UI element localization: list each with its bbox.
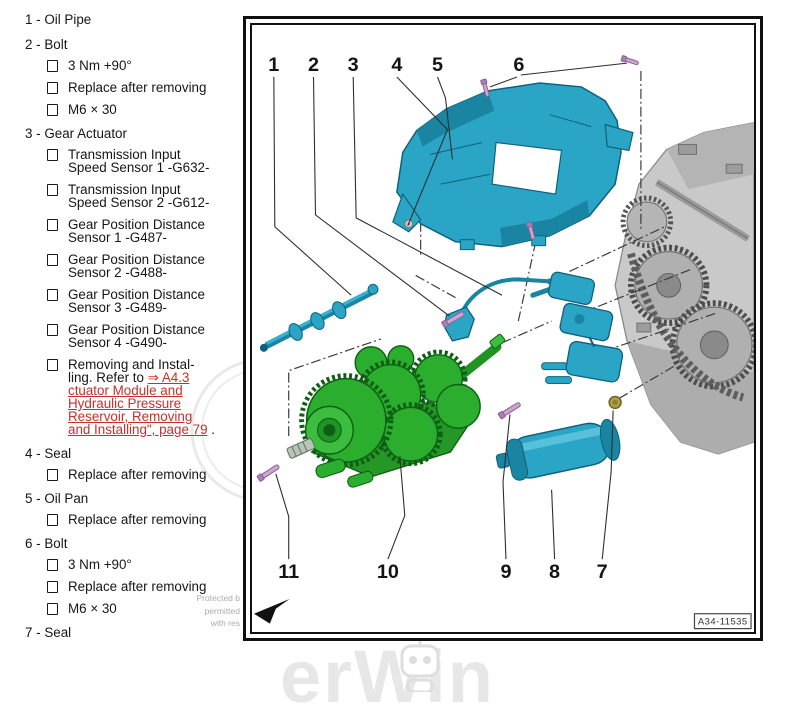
protected-by-text: Protected b permitted with res xyxy=(118,592,240,630)
checkbox-bullet-icon xyxy=(47,581,58,593)
protected-by-line: permitted xyxy=(204,605,240,616)
accumulator-cylinder-shape xyxy=(495,418,621,481)
part-item-label: 2 - Bolt xyxy=(25,37,68,52)
part-sub-text: 3 Nm +90° xyxy=(68,557,132,572)
parts-list-item-1: 1 - Oil Pipe xyxy=(25,13,237,27)
spline-shaft-shape xyxy=(286,438,316,459)
part-sub-item: Gear Position Distance Sensor 4 -G490- xyxy=(47,323,237,349)
part-sub-text: Replace after removing xyxy=(68,512,207,527)
callout-number-8: 8 xyxy=(549,561,560,583)
callout-number-6: 6 xyxy=(513,54,524,76)
checkbox-bullet-icon xyxy=(47,60,58,72)
checkbox-bullet-icon xyxy=(47,603,58,615)
exploded-view-diagram: 1 2 3 4 5 6 11 10 9 8 7 A34-11535 xyxy=(253,54,754,630)
part-sub-item: Gear Position Distance Sensor 1 -G487- xyxy=(47,218,237,244)
parts-list-item-7: 7 - Seal xyxy=(25,626,237,640)
part-sub-item: Replace after removing xyxy=(47,580,237,593)
part-sub-text: Gear Position Distance Sensor 4 -G490- xyxy=(68,322,205,350)
seal-7-shape xyxy=(608,395,622,410)
part-item-label: 7 - Seal xyxy=(25,625,72,640)
part-item-label: 3 - Gear Actuator xyxy=(25,126,127,141)
oil-pipe-tube-shape xyxy=(443,277,553,342)
diagram-frame: 1 2 3 4 5 6 11 10 9 8 7 A34-11535 xyxy=(243,16,763,641)
checkbox-bullet-icon xyxy=(47,559,58,571)
part-sub-item: M6 × 30 xyxy=(47,103,237,116)
callout-number-10: 10 xyxy=(377,561,399,583)
checkbox-bullet-icon xyxy=(47,184,58,196)
figure-label-box: A34-11535 xyxy=(693,613,752,630)
part-item-label: 5 - Oil Pan xyxy=(25,491,89,506)
callout-number-5: 5 xyxy=(432,54,443,76)
checkbox-bullet-icon xyxy=(47,359,58,371)
callout-number-9: 9 xyxy=(500,561,511,583)
part-sub-item: Gear Position Distance Sensor 2 -G488- xyxy=(47,253,237,279)
checkbox-bullet-icon xyxy=(47,149,58,161)
part-sub-item: Replace after removing xyxy=(47,513,237,526)
part-sub-text: Transmission Input Speed Sensor 2 -G612- xyxy=(68,182,210,210)
part-sub-item: Removing and Instal-ling. Refer to ⇒ A4.… xyxy=(47,358,237,436)
part-sub-text: M6 × 30 xyxy=(68,601,117,616)
part-sub-text: M6 × 30 xyxy=(68,102,117,117)
part-sub-item: Gear Position Distance Sensor 3 -G489- xyxy=(47,288,237,314)
figure-label: A34-11535 xyxy=(698,616,748,627)
diagram-frame-inner: 1 2 3 4 5 6 11 10 9 8 7 A34-11535 xyxy=(250,23,756,634)
checkbox-bullet-icon xyxy=(47,254,58,266)
link-prefix-text: Removing and Instal-ling. Refer to xyxy=(68,357,195,385)
callout-number-11: 11 xyxy=(278,561,299,583)
part-sub-text: Replace after removing xyxy=(68,80,207,95)
callout-numbers-bottom: 11 10 9 8 7 xyxy=(278,561,608,583)
bolt-icons xyxy=(256,55,639,482)
part-sub-text: Replace after removing xyxy=(68,467,207,482)
callout-number-7: 7 xyxy=(597,561,608,583)
direction-arrow-icon xyxy=(253,598,290,624)
erwin-robot-icon xyxy=(398,638,444,697)
part-sub-item: 3 Nm +90° xyxy=(47,59,237,72)
callout-number-3: 3 xyxy=(348,54,359,76)
protected-by-line: Protected b xyxy=(196,593,240,603)
callout-number-2: 2 xyxy=(308,54,319,76)
part-sub-text: Replace after removing xyxy=(68,579,207,594)
part-sub-item: Replace after removing xyxy=(47,81,237,94)
checkbox-bullet-icon xyxy=(47,82,58,94)
part-sub-text: 3 Nm +90° xyxy=(68,58,132,73)
checkbox-bullet-icon xyxy=(47,219,58,231)
checkbox-bullet-icon xyxy=(47,469,58,481)
part-item-label: 6 - Bolt xyxy=(25,536,68,551)
checkbox-bullet-icon xyxy=(47,324,58,336)
part-sub-item: Transmission Input Speed Sensor 1 -G632- xyxy=(47,148,237,174)
checkbox-bullet-icon xyxy=(47,514,58,526)
gear-cluster-shape xyxy=(286,333,506,488)
part-sub-item: 3 Nm +90° xyxy=(47,558,237,571)
callout-number-1: 1 xyxy=(268,54,279,76)
checkbox-bullet-icon xyxy=(47,289,58,301)
part-sub-text: Gear Position Distance Sensor 1 -G487- xyxy=(68,217,205,245)
callout-number-4: 4 xyxy=(391,54,402,76)
part-item-label: 1 - Oil Pipe xyxy=(25,12,92,27)
oil-pipe-shape xyxy=(259,283,379,352)
checkbox-bullet-icon xyxy=(47,104,58,116)
oil-pan-shape xyxy=(392,82,634,251)
erwin-watermark-text: erWin xyxy=(280,635,495,718)
actuator-module-reference-link[interactable]: ⇒ A4.3 ctuator Module and Hydraulic Pres… xyxy=(68,370,208,437)
part-sub-text: Transmission Input Speed Sensor 1 -G632- xyxy=(68,147,210,175)
callout-numbers-top: 1 2 3 4 5 6 xyxy=(268,54,524,76)
link-suffix-text: . xyxy=(207,422,215,437)
transmission-case xyxy=(614,121,754,455)
protected-by-line: with res xyxy=(210,618,240,628)
gear-actuator-shape xyxy=(530,271,624,385)
part-item-label: 4 - Seal xyxy=(25,446,72,461)
part-sub-text: Gear Position Distance Sensor 2 -G488- xyxy=(68,252,205,280)
callout-leader-lines xyxy=(273,62,628,560)
part-sub-richtext: Removing and Instal-ling. Refer to ⇒ A4.… xyxy=(68,358,216,436)
part-sub-item: M6 × 30 xyxy=(47,602,237,615)
part-sub-item: Replace after removing xyxy=(47,468,237,481)
part-sub-text: Gear Position Distance Sensor 3 -G489- xyxy=(68,287,205,315)
part-sub-item: Transmission Input Speed Sensor 2 -G612- xyxy=(47,183,237,209)
